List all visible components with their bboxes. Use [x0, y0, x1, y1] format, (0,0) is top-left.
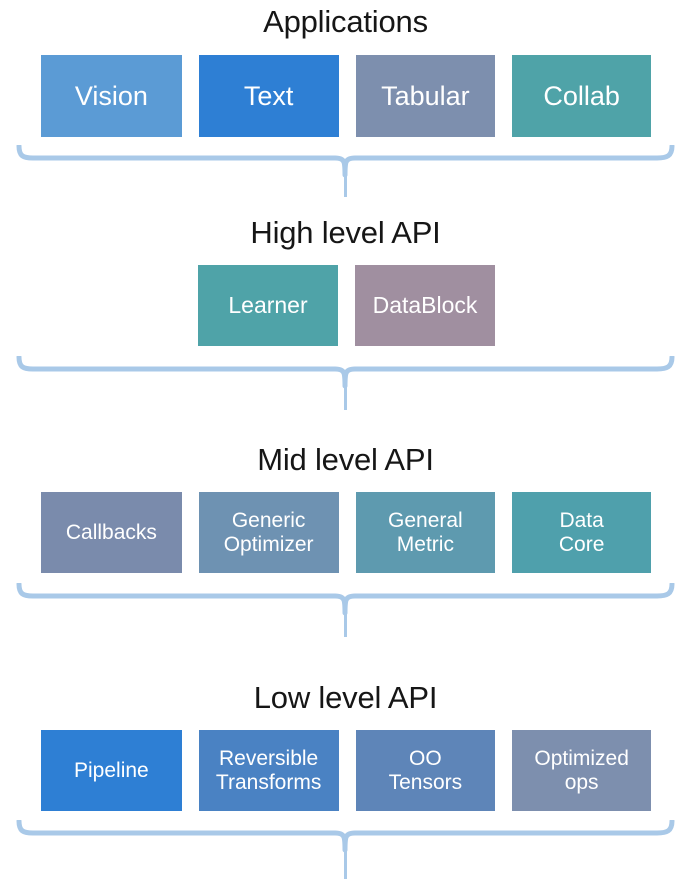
box-label: General Metric — [388, 508, 463, 556]
section-title-high-level-api: High level API — [250, 215, 441, 250]
box-row-high-level-api: Learner DataBlock — [198, 265, 495, 346]
box-oo-tensors[interactable]: OO Tensors — [355, 730, 496, 811]
box-label: Reversible Transforms — [215, 746, 322, 794]
box-reversible-transforms[interactable]: Reversible Transforms — [198, 730, 339, 811]
box-datablock[interactable]: DataBlock — [355, 265, 495, 346]
stem-mid-level-api — [344, 611, 347, 637]
box-generic-optimizer[interactable]: Generic Optimizer — [198, 492, 339, 573]
box-row-mid-level-api: Callbacks Generic Optimizer General Metr… — [41, 492, 651, 573]
box-label: Vision — [74, 80, 148, 111]
box-label: Collab — [543, 80, 620, 111]
box-label: DataBlock — [372, 291, 478, 318]
box-data-core[interactable]: Data Core — [512, 492, 651, 573]
box-collab[interactable]: Collab — [512, 55, 651, 137]
box-row-applications: Vision Text Tabular Collab — [41, 55, 651, 137]
box-label: Text — [243, 80, 294, 111]
box-row-low-level-api: Pipeline Reversible Transforms OO Tensor… — [41, 730, 651, 811]
box-label: Optimized ops — [534, 746, 629, 794]
box-label: Learner — [228, 291, 308, 318]
stem-low-level-api — [344, 848, 347, 879]
box-tabular[interactable]: Tabular — [355, 55, 496, 137]
section-title-applications: Applications — [263, 4, 428, 39]
section-title-mid-level-api: Mid level API — [257, 442, 434, 477]
box-label: Tabular — [381, 80, 470, 111]
box-callbacks[interactable]: Callbacks — [41, 492, 182, 573]
box-label: Data Core — [558, 508, 605, 556]
box-optimized-ops[interactable]: Optimized ops — [512, 730, 651, 811]
box-label: OO Tensors — [388, 746, 463, 794]
box-learner[interactable]: Learner — [198, 265, 338, 346]
box-vision[interactable]: Vision — [41, 55, 182, 137]
box-pipeline[interactable]: Pipeline — [41, 730, 182, 811]
box-text[interactable]: Text — [198, 55, 339, 137]
section-title-low-level-api: Low level API — [253, 680, 438, 715]
stem-high-level-api — [344, 384, 347, 410]
box-label: Pipeline — [74, 758, 149, 782]
box-general-metric[interactable]: General Metric — [355, 492, 496, 573]
box-label: Generic Optimizer — [223, 508, 314, 556]
box-label: Callbacks — [65, 520, 157, 544]
stem-applications — [344, 173, 347, 197]
